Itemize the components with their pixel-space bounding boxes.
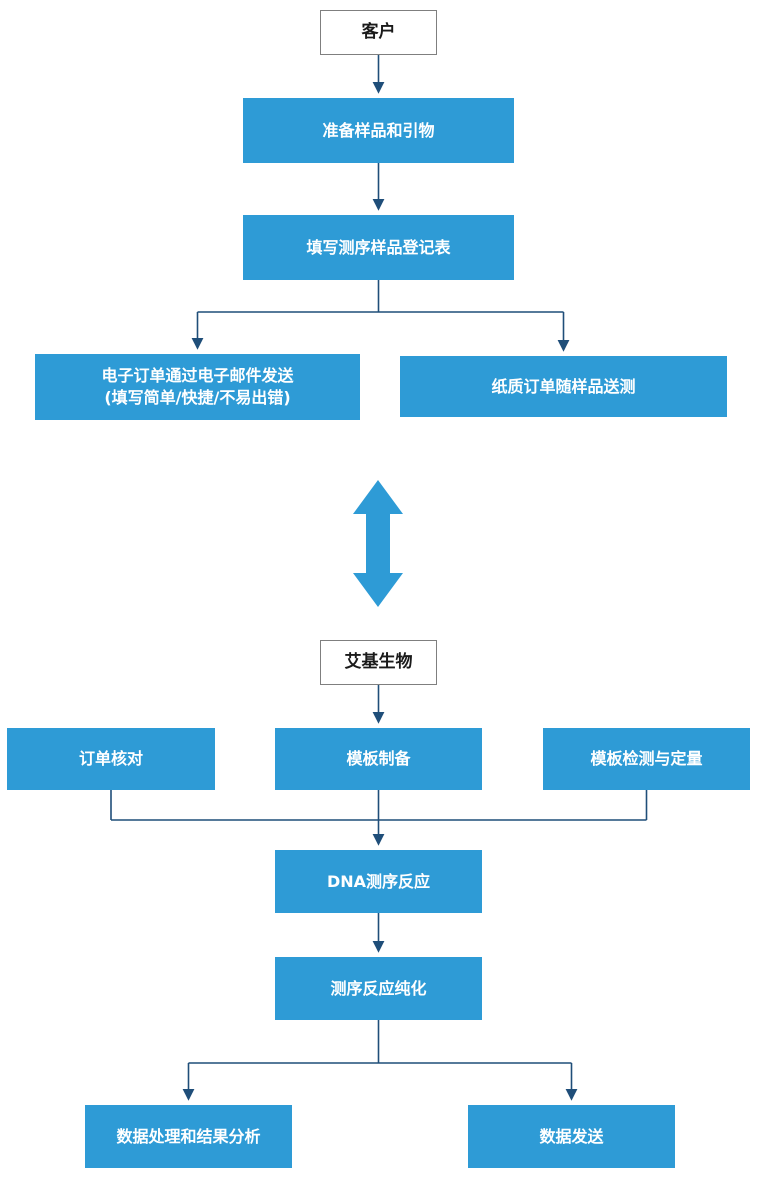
node-order-check: 订单核对 [7,728,215,790]
node-prepare-samples: 准备样品和引物 [243,98,514,163]
node-template-qc-label: 模板检测与定量 [590,749,703,769]
node-registration-form: 填写测序样品登记表 [243,215,514,280]
node-dna-sequencing-reaction-label: DNA测序反应 [326,871,431,891]
node-data-send: 数据发送 [468,1105,675,1168]
node-customer: 客户 [320,10,437,55]
node-company: 艾基生物 [320,640,437,685]
node-registration-form-label: 填写测序样品登记表 [306,237,451,257]
node-reaction-purification: 测序反应纯化 [275,957,482,1020]
node-email-order-line1: 电子订单通过电子邮件发送 [101,366,294,386]
node-company-label: 艾基生物 [344,652,413,673]
node-customer-label: 客户 [361,22,396,43]
node-data-analysis-label: 数据处理和结果分析 [116,1126,261,1146]
node-email-order: 电子订单通过电子邮件发送 (填写简单/快捷/不易出错) [35,354,360,420]
node-template-qc: 模板检测与定量 [543,728,750,790]
node-prepare-samples-label: 准备样品和引物 [322,120,435,140]
node-template-preparation: 模板制备 [275,728,482,790]
node-email-order-line2: (填写简单/快捷/不易出错) [104,388,291,407]
node-paper-order-label: 纸质订单随样品送测 [491,376,636,396]
node-reaction-purification-label: 测序反应纯化 [330,978,427,998]
node-template-preparation-label: 模板制备 [346,749,411,769]
node-paper-order: 纸质订单随样品送测 [400,356,727,417]
double-arrow-icon [353,480,403,607]
node-dna-sequencing-reaction: DNA测序反应 [275,850,482,913]
node-data-analysis: 数据处理和结果分析 [85,1105,292,1168]
node-order-check-label: 订单核对 [78,749,143,769]
node-data-send-label: 数据发送 [539,1126,604,1146]
